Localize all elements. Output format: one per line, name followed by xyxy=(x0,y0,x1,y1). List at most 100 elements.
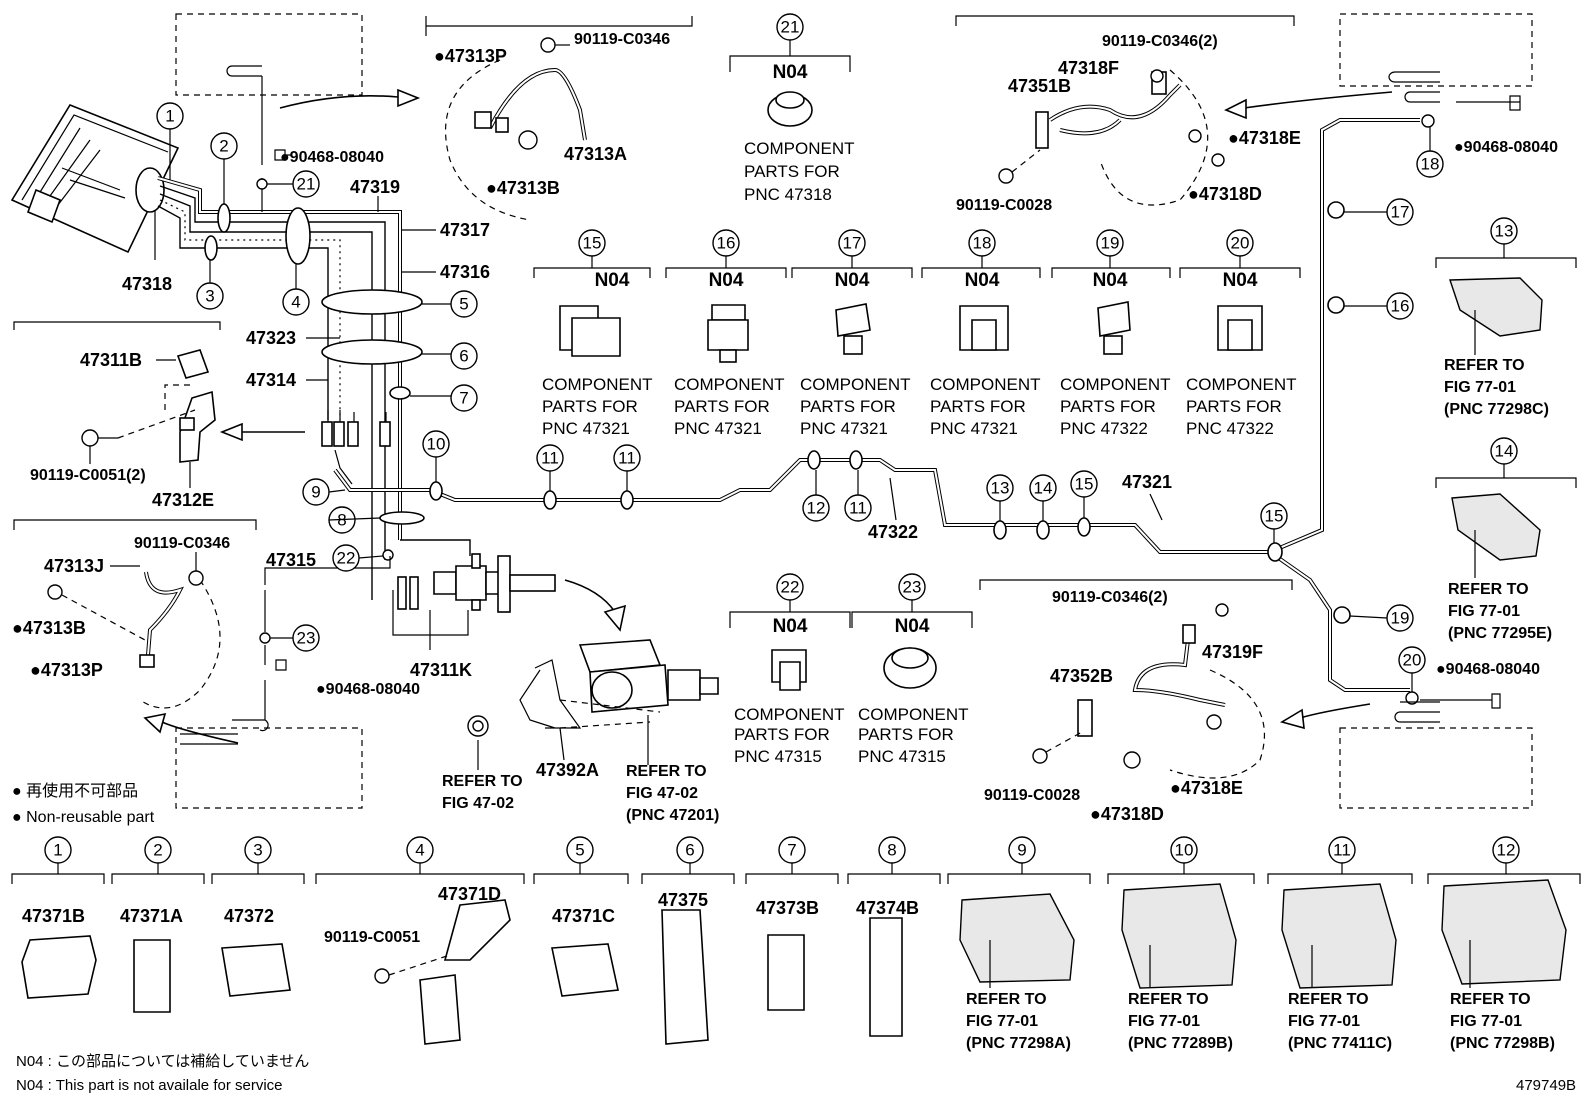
clip-18 xyxy=(1421,114,1435,128)
callout-15a: 15 xyxy=(1075,475,1094,494)
label-47323: 47323 xyxy=(246,328,296,348)
n04-code-17: N04 xyxy=(835,270,870,291)
footnote-ja: N04 : この部品については補給していません xyxy=(16,1053,309,1070)
main-tube-bundle xyxy=(154,176,471,600)
refer-num-13: 13 xyxy=(1495,222,1514,241)
callout-17: 17 xyxy=(1391,203,1410,222)
n04-bracket-23 xyxy=(851,600,973,689)
clamp-13 xyxy=(993,520,1007,540)
bottom-num-10: 10 xyxy=(1175,841,1194,860)
bottom-refer-9-l3: (PNC 77298A) xyxy=(966,1035,1071,1052)
clamp-symbol-23 xyxy=(275,659,287,671)
label-47312E: 47312E xyxy=(152,490,214,510)
label-47318E-top: ●47318E xyxy=(1228,128,1301,148)
label-90468-08040-right-low: ●90468-08040 xyxy=(1436,661,1540,678)
refer-num-14: 14 xyxy=(1495,442,1514,461)
clamp-14 xyxy=(1036,520,1050,540)
refer-4702b-l1: REFER TO xyxy=(626,763,707,780)
n04-cap-19-l3: PNC 47322 xyxy=(1060,419,1148,438)
refer-13-l3: (PNC 77298C) xyxy=(1444,401,1549,418)
callout-6: 6 xyxy=(459,347,468,366)
label-47311K: 47311K xyxy=(410,660,472,680)
label-47314: 47314 xyxy=(246,370,296,390)
label-47317: 47317 xyxy=(440,220,490,240)
n04-cap-18-l1: COMPONENT xyxy=(930,375,1041,394)
label-47321: 47321 xyxy=(1122,472,1172,492)
n04-callouts xyxy=(578,13,1518,601)
clamp-symbol-20 xyxy=(1420,693,1501,709)
bottom-num-6: 6 xyxy=(685,841,694,860)
label-90468-08040-top: ●90468-08040 xyxy=(280,149,384,166)
clamp-3 xyxy=(204,235,218,261)
label-47313P-left: ●47313P xyxy=(30,660,103,680)
bottom-row-brackets xyxy=(11,862,1581,884)
footnotes: N04 : この部品については補給していません N04 : This part … xyxy=(16,1053,1576,1094)
callout-23: 23 xyxy=(297,629,316,648)
master-cylinder-reservoir xyxy=(10,104,180,254)
bottom-num-9: 9 xyxy=(1017,841,1026,860)
n04-code-15: N04 xyxy=(595,270,630,291)
n04-cap-17-l2: PARTS FOR xyxy=(800,397,896,416)
valve-47311K xyxy=(392,553,556,650)
n04-cap-22-l2: PARTS FOR xyxy=(734,725,830,744)
detail-bracket-47312E xyxy=(13,321,221,463)
n04-cap-16-l2: PARTS FOR xyxy=(674,397,770,416)
callout-12: 12 xyxy=(807,499,826,518)
callout-2: 2 xyxy=(219,137,228,156)
detail-topleft-labels: ●47313P 90119-C0346 47313A ●47313B xyxy=(434,31,670,198)
callout-22: 22 xyxy=(337,549,356,568)
bottom-part-47374B: 47374B xyxy=(856,898,919,918)
n04-cap-22-l3: PNC 47315 xyxy=(734,747,822,766)
label-90119-C0346-2-top: 90119-C0346(2) xyxy=(1102,33,1218,50)
callout-13: 13 xyxy=(991,479,1010,498)
detail-topright-labels: 90119-C0346(2) 47318F 47351B ●47318E 901… xyxy=(956,33,1301,214)
n04-num-19: 19 xyxy=(1101,234,1120,253)
n04-cap-21-l3: PNC 47318 xyxy=(744,185,832,204)
n04-cap-20-l3: PNC 47322 xyxy=(1186,419,1274,438)
long-brake-tube-47321 xyxy=(333,118,1420,692)
clamp-6 xyxy=(321,339,423,365)
n04-num-20: 20 xyxy=(1231,234,1250,253)
body-reference-box-topright xyxy=(1339,13,1533,103)
detail-hose-47318F xyxy=(955,15,1295,206)
clamp-11b xyxy=(620,490,634,510)
body-reference-box-lowright xyxy=(1339,701,1533,809)
n04-cap-21-l2: PARTS FOR xyxy=(744,162,840,181)
n04-cap-17-l3: PNC 47321 xyxy=(800,419,888,438)
n04-cap-18-l3: PNC 47321 xyxy=(930,419,1018,438)
refer-fig-47-02: REFER TO FIG 47-02 REFER TO FIG 47-02 (P… xyxy=(442,740,719,824)
callout-18: 18 xyxy=(1421,155,1440,174)
bottom-num-1: 1 xyxy=(53,841,62,860)
n04-num-23: 23 xyxy=(903,578,922,597)
bottom-refer-12-l3: (PNC 77298B) xyxy=(1450,1035,1555,1052)
callout-16: 16 xyxy=(1391,297,1410,316)
clamp-symbol-21 xyxy=(274,149,292,161)
clamp-8 xyxy=(379,511,425,525)
label-90468-08040-right-top: ●90468-08040 xyxy=(1454,139,1558,156)
n04-bracket-18 xyxy=(921,256,1041,351)
callout-5: 5 xyxy=(459,295,468,314)
n04-bracket-20 xyxy=(1179,256,1301,351)
detail-hose-47313J xyxy=(13,519,257,709)
bottom-part-47371B: 47371B xyxy=(22,906,85,926)
label-47318D-top: ●47318D xyxy=(1188,184,1262,204)
n04-bracket-19 xyxy=(1051,256,1171,355)
clamp-2 xyxy=(217,203,231,233)
right-refers-text: REFER TO FIG 77-01 (PNC 77298C) REFER TO… xyxy=(1444,357,1552,642)
bottom-refer-12-l2: FIG 77-01 xyxy=(1450,1013,1522,1030)
n04-num-17: 17 xyxy=(843,234,862,253)
label-90119-C0346-left: 90119-C0346 xyxy=(134,535,230,552)
n04-num-22: 22 xyxy=(781,578,800,597)
callouts: 1 2 3 4 5 6 7 8 9 10 11 11 12 11 13 14 1… xyxy=(156,102,1444,692)
bottom-part-47371C: 47371C xyxy=(552,906,615,926)
label-47351B: 47351B xyxy=(1008,76,1071,96)
detail-hose-47313A xyxy=(425,16,693,221)
n04-cap-17-l1: COMPONENT xyxy=(800,375,911,394)
clamp-17 xyxy=(1327,201,1345,219)
callout-7: 7 xyxy=(459,389,468,408)
n04-cap-23-l2: PARTS FOR xyxy=(858,725,954,744)
clamp-10 xyxy=(429,481,443,501)
bottom-num-4: 4 xyxy=(415,841,424,860)
label-47313J: 47313J xyxy=(44,556,104,576)
bottom-refer-9-l2: FIG 77-01 xyxy=(966,1013,1038,1030)
